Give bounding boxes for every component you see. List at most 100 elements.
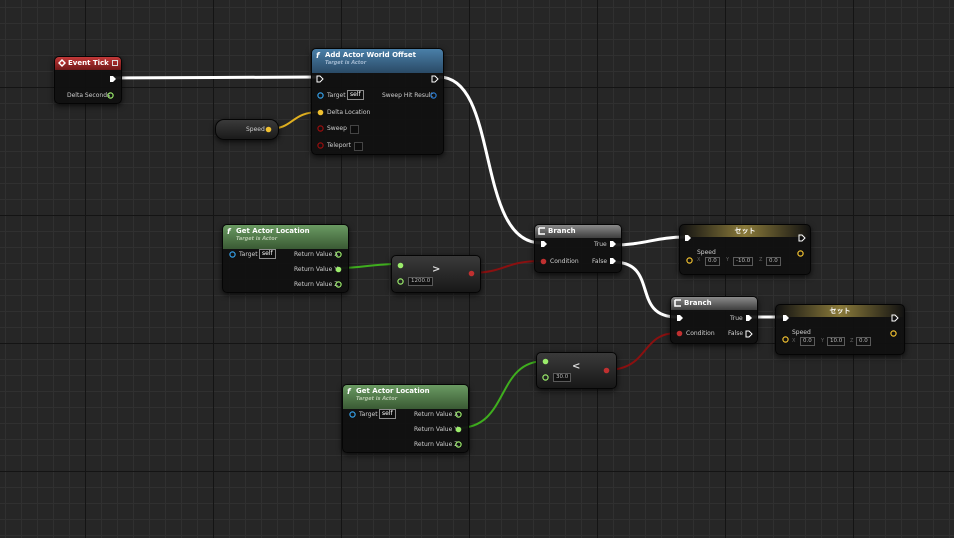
event-tick-title: Event Tick bbox=[68, 59, 109, 67]
y-value-field[interactable]: 10.0 bbox=[827, 337, 846, 346]
a-input-pin[interactable] bbox=[397, 262, 404, 269]
speed-var-label: Speed bbox=[697, 249, 716, 256]
target-self-field[interactable]: self bbox=[347, 90, 364, 100]
target-pin[interactable] bbox=[349, 411, 356, 418]
true-exec-pin[interactable] bbox=[745, 314, 753, 322]
get-actor-location-node-1[interactable]: f Get Actor Location Target is Actor Tar… bbox=[222, 224, 349, 293]
exec-in-pin[interactable] bbox=[684, 234, 692, 242]
get-location-header-1[interactable]: f Get Actor Location Target is Actor bbox=[223, 225, 348, 249]
z-value-field[interactable]: 0.0 bbox=[766, 257, 781, 266]
branch-header-2[interactable]: Branch bbox=[671, 297, 757, 310]
exec-wire-tick-to-offset bbox=[113, 75, 319, 80]
event-tick-header[interactable]: Event Tick bbox=[55, 57, 121, 70]
branch-icon bbox=[538, 227, 545, 235]
greater-than-operator: > bbox=[432, 264, 441, 275]
branch-title-1: Branch bbox=[548, 227, 576, 235]
set-header-1[interactable]: セット bbox=[680, 225, 810, 237]
exec-out-pin[interactable] bbox=[891, 314, 899, 322]
get-location-subtitle-1: Target is Actor bbox=[236, 236, 278, 242]
set-header-2[interactable]: セット bbox=[776, 305, 904, 317]
exec-wire-offset-to-branch1 bbox=[438, 75, 542, 245]
z-axis-label: Z bbox=[759, 257, 763, 263]
exec-in-pin[interactable] bbox=[540, 240, 548, 248]
exec-out-pin[interactable] bbox=[431, 75, 439, 83]
exec-out-pin[interactable] bbox=[109, 75, 117, 83]
z-value-field[interactable]: 0.0 bbox=[856, 337, 871, 346]
speed-label: Speed bbox=[246, 126, 265, 133]
return-x-pin[interactable] bbox=[455, 411, 462, 418]
return-x-label: Return Value X bbox=[414, 411, 459, 418]
return-z-pin[interactable] bbox=[335, 281, 342, 288]
add-offset-subtitle: Target is Actor bbox=[325, 60, 367, 66]
target-label: Target bbox=[359, 411, 378, 418]
get-location-title-2: Get Actor Location bbox=[356, 387, 430, 395]
x-value-field[interactable]: 0.0 bbox=[705, 257, 720, 266]
target-self-field[interactable]: self bbox=[379, 409, 396, 419]
speed-in-pin[interactable] bbox=[782, 336, 789, 343]
sweep-checkbox[interactable] bbox=[350, 125, 359, 134]
condition-label: Condition bbox=[550, 258, 579, 265]
bool-output-pin[interactable] bbox=[468, 270, 475, 277]
bool-output-pin[interactable] bbox=[603, 367, 610, 374]
delta-seconds-pin[interactable] bbox=[107, 92, 114, 99]
return-z-pin[interactable] bbox=[455, 441, 462, 448]
exec-out-pin[interactable] bbox=[798, 234, 806, 242]
condition-pin[interactable] bbox=[540, 258, 547, 265]
speed-out-pin[interactable] bbox=[890, 330, 897, 337]
speed-out-pin[interactable] bbox=[797, 250, 804, 257]
event-diamond-icon bbox=[58, 59, 66, 67]
add-actor-world-offset-node[interactable]: f Add Actor World Offset Target is Actor… bbox=[311, 48, 444, 155]
false-exec-pin[interactable] bbox=[609, 257, 617, 265]
true-exec-pin[interactable] bbox=[609, 240, 617, 248]
target-label: Target bbox=[327, 92, 346, 99]
b-input-pin[interactable] bbox=[397, 278, 404, 285]
speed-in-pin[interactable] bbox=[686, 257, 693, 264]
sweep-hit-result-pin[interactable] bbox=[430, 92, 437, 99]
greater-than-node[interactable]: > 1200.0 bbox=[391, 255, 481, 293]
exec-in-pin[interactable] bbox=[676, 314, 684, 322]
less-than-node[interactable]: < 30.0 bbox=[536, 352, 617, 389]
target-self-field[interactable]: self bbox=[259, 249, 276, 259]
y-value-field[interactable]: -10.0 bbox=[733, 257, 754, 266]
sweep-pin[interactable] bbox=[317, 125, 324, 132]
get-location-header-2[interactable]: f Get Actor Location Target is Actor bbox=[343, 385, 468, 409]
x-value-field[interactable]: 0.0 bbox=[800, 337, 815, 346]
b-input-pin[interactable] bbox=[542, 374, 549, 381]
x-axis-label: X bbox=[697, 257, 701, 263]
add-offset-header[interactable]: f Add Actor World Offset Target is Actor bbox=[312, 49, 443, 73]
set-speed-node-2[interactable]: セット Speed X 0.0 Y 10.0 Z 0.0 bbox=[775, 304, 905, 355]
get-location-title-1: Get Actor Location bbox=[236, 227, 310, 235]
return-y-label: Return Value Y bbox=[414, 426, 458, 433]
speed-out-pin[interactable] bbox=[265, 126, 272, 133]
z-axis-label: Z bbox=[850, 338, 854, 344]
get-actor-location-node-2[interactable]: f Get Actor Location Target is Actor Tar… bbox=[342, 384, 469, 453]
branch-header-1[interactable]: Branch bbox=[535, 225, 621, 238]
condition-pin[interactable] bbox=[676, 330, 683, 337]
return-y-pin[interactable] bbox=[455, 426, 462, 433]
condition-label: Condition bbox=[686, 330, 715, 337]
branch-node-2[interactable]: Branch True Condition False bbox=[670, 296, 758, 344]
a-input-pin[interactable] bbox=[542, 358, 549, 365]
target-label: Target bbox=[239, 251, 258, 258]
delegate-pin-icon[interactable] bbox=[112, 60, 118, 66]
b-value-field[interactable]: 1200.0 bbox=[408, 277, 434, 286]
exec-in-pin[interactable] bbox=[316, 75, 324, 83]
target-pin[interactable] bbox=[317, 92, 324, 99]
return-x-pin[interactable] bbox=[335, 251, 342, 258]
return-y-label: Return Value Y bbox=[294, 266, 338, 273]
sweep-hit-result-label: Sweep Hit Result bbox=[382, 92, 433, 99]
b-value-field[interactable]: 30.0 bbox=[553, 373, 572, 382]
branch-node-1[interactable]: Branch True Condition False bbox=[534, 224, 622, 273]
speed-getter-node[interactable]: Speed bbox=[215, 119, 279, 140]
teleport-checkbox[interactable] bbox=[354, 142, 363, 151]
return-y-pin[interactable] bbox=[335, 266, 342, 273]
false-exec-pin[interactable] bbox=[745, 330, 753, 338]
set-speed-node-1[interactable]: セット Speed X 0.0 Y -10.0 Z 0.0 bbox=[679, 224, 811, 275]
target-pin[interactable] bbox=[229, 251, 236, 258]
function-icon: f bbox=[347, 387, 351, 396]
event-tick-node[interactable]: Event Tick Delta Seconds bbox=[54, 56, 122, 104]
teleport-pin[interactable] bbox=[317, 142, 324, 149]
delta-location-pin[interactable] bbox=[317, 109, 324, 116]
exec-in-pin[interactable] bbox=[782, 314, 790, 322]
